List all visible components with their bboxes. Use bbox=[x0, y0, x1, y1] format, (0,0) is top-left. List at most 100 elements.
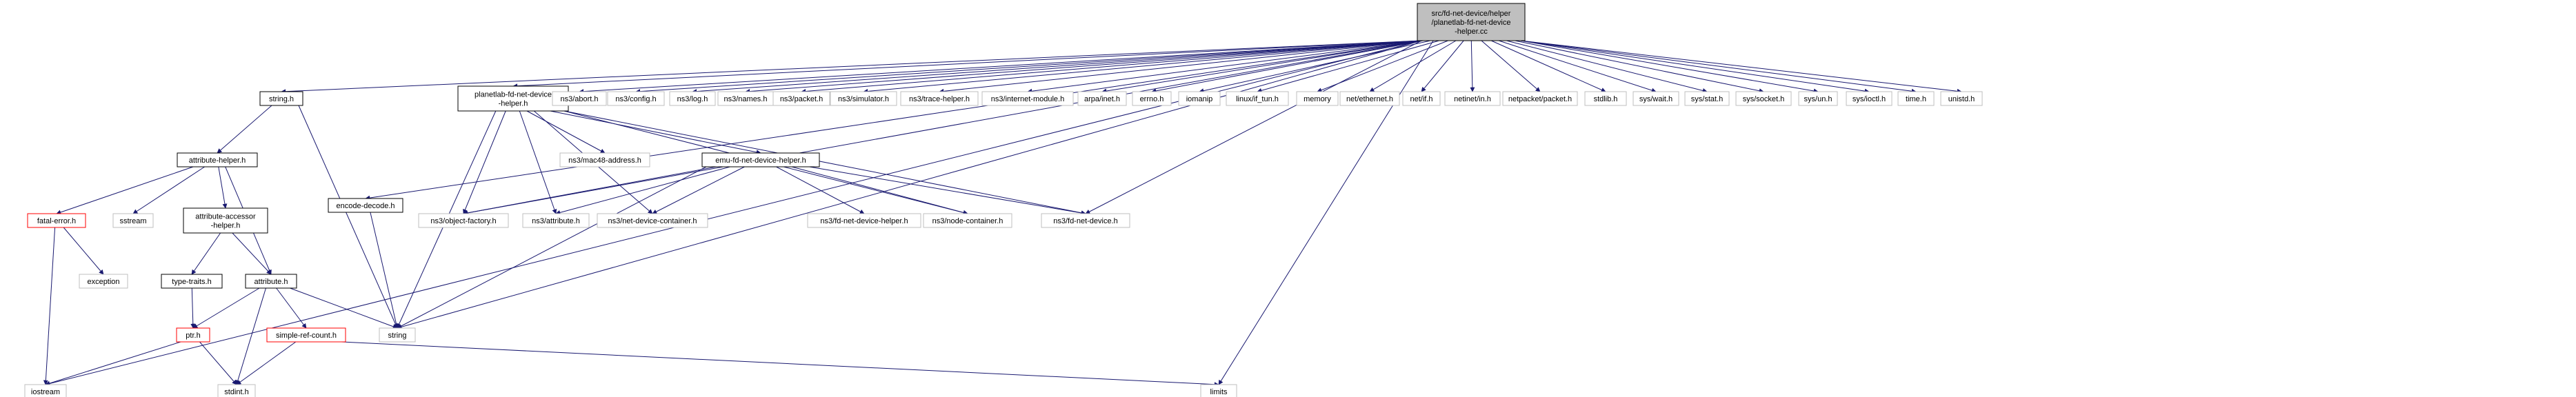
edge-encode_decode-to-string bbox=[370, 212, 399, 329]
node-label: -helper.h bbox=[211, 222, 241, 230]
node-ns3-simulator: ns3/simulator.h bbox=[830, 91, 897, 106]
node-net-ethernet: net/ethernet.h bbox=[1339, 91, 1400, 106]
node-planetlab-helper[interactable]: planetlab-fd-net-device-helper.h bbox=[457, 85, 569, 112]
edge-planetlab_helper-to-ns3_attribute bbox=[519, 110, 557, 214]
node-ns3-packet: ns3/packet.h bbox=[772, 91, 830, 106]
node-label: ns3/packet.h bbox=[780, 95, 823, 103]
node-label: type-traits.h bbox=[172, 278, 211, 286]
node-box bbox=[1296, 91, 1339, 106]
node-box bbox=[923, 213, 1012, 228]
node-label: stdint.h bbox=[224, 388, 248, 396]
node-box bbox=[1897, 91, 1935, 106]
node-errno-h: errno.h bbox=[1132, 91, 1172, 106]
node-root[interactable]: src/fd-net-device/helper/planetlab-fd-ne… bbox=[1417, 3, 1526, 41]
node-attr-accessor[interactable]: attribute-accessor-helper.h bbox=[183, 207, 268, 234]
node-box bbox=[669, 91, 716, 106]
node-string-h[interactable]: string.h bbox=[259, 91, 303, 106]
node-string: string bbox=[379, 327, 416, 343]
node-ptr-h[interactable]: ptr.h bbox=[176, 327, 210, 343]
node-label: sys/un.h bbox=[1804, 95, 1833, 103]
edge-planetlab_helper-to-emu_helper bbox=[550, 110, 761, 155]
edge-emu_helper-to-ns3_object_factory bbox=[463, 166, 717, 216]
node-stdint-h: stdint.h bbox=[217, 384, 256, 397]
node-label: sstream bbox=[119, 217, 146, 225]
node-label: sys/ioctl.h bbox=[1853, 95, 1886, 103]
node-box bbox=[418, 213, 509, 228]
edge-root-to-net_if bbox=[1421, 40, 1464, 92]
edge-root-to-ns3_internet_module bbox=[1027, 40, 1422, 94]
node-label: ns3/log.h bbox=[677, 95, 708, 103]
node-ns3-trace-helper: ns3/trace-helper.h bbox=[900, 91, 979, 106]
node-type-traits[interactable]: type-traits.h bbox=[161, 274, 223, 289]
node-box bbox=[112, 213, 154, 228]
node-box bbox=[981, 91, 1074, 106]
node-label: ns3/simulator.h bbox=[838, 95, 889, 103]
node-ns3-ndc: ns3/net-device-container.h bbox=[597, 213, 708, 228]
node-attribute-helper[interactable]: attribute-helper.h bbox=[177, 152, 258, 167]
edge-root-to-string bbox=[397, 40, 1422, 329]
node-box bbox=[1798, 91, 1838, 106]
node-label: string.h bbox=[269, 95, 294, 103]
node-box bbox=[552, 91, 607, 106]
node-box bbox=[183, 207, 268, 234]
node-label: planetlab-fd-net-device bbox=[475, 91, 552, 99]
node-label: ns3/object-factory.h bbox=[430, 217, 496, 225]
node-box bbox=[328, 198, 403, 213]
node-ns3-object-factory: ns3/object-factory.h bbox=[418, 213, 509, 228]
node-box bbox=[161, 274, 223, 289]
node-fatal-error[interactable]: fatal-error.h bbox=[27, 213, 86, 228]
node-label: iomanip bbox=[1186, 95, 1213, 103]
node-label: attribute-accessor bbox=[195, 213, 256, 221]
node-sys-stat: sys/stat.h bbox=[1684, 91, 1730, 106]
node-encode-decode[interactable]: encode-decode.h bbox=[328, 198, 403, 213]
node-box bbox=[1735, 91, 1792, 106]
node-net-if: net/if.h bbox=[1402, 91, 1441, 106]
node-label: limits bbox=[1210, 388, 1228, 396]
node-box bbox=[457, 85, 569, 112]
edge-root-to-errno_h bbox=[1151, 40, 1424, 94]
node-memory: memory bbox=[1296, 91, 1339, 106]
edge-simple_ref_count-to-limits bbox=[341, 341, 1219, 387]
node-time-h: time.h bbox=[1897, 91, 1935, 106]
node-iostream: iostream bbox=[24, 384, 67, 397]
node-label: linux/if_tun.h bbox=[1236, 95, 1279, 103]
node-linux-if-tun: linux/if_tun.h bbox=[1226, 91, 1289, 106]
node-label: -helper.cc bbox=[1455, 28, 1488, 36]
edge-layer bbox=[43, 40, 1962, 387]
node-box bbox=[1200, 384, 1237, 397]
node-label: string bbox=[388, 332, 407, 340]
node-box bbox=[559, 152, 650, 167]
edge-emu_helper-to-ns3_ndc bbox=[652, 166, 745, 214]
node-label: ns3/names.h bbox=[724, 95, 768, 103]
node-label: stdlib.h bbox=[1594, 95, 1618, 103]
node-label: sys/stat.h bbox=[1691, 95, 1723, 103]
edge-ptr_h-to-stdint_h bbox=[199, 341, 237, 385]
node-box bbox=[1417, 3, 1526, 41]
node-emu-helper[interactable]: emu-fd-net-device-helper.h bbox=[701, 152, 820, 167]
node-box bbox=[772, 91, 830, 106]
node-label: ns3/internet-module.h bbox=[991, 95, 1064, 103]
node-box bbox=[1940, 91, 1983, 106]
edge-emu_helper-to-ns3_attribute bbox=[555, 166, 730, 215]
edge-root-to-arpa_inet bbox=[1101, 40, 1422, 94]
node-simple-ref-count[interactable]: simple-ref-count.h bbox=[266, 327, 346, 343]
edge-string_h-to-string bbox=[298, 105, 398, 329]
edge-root-to-netinet_in bbox=[1470, 40, 1475, 92]
node-label: net/ethernet.h bbox=[1346, 95, 1393, 103]
node-box bbox=[522, 213, 590, 228]
edge-attribute_h-to-simple_ref_count bbox=[276, 287, 307, 329]
node-box bbox=[1633, 91, 1679, 106]
node-label: -helper.h bbox=[499, 100, 528, 108]
node-box bbox=[379, 327, 416, 343]
node-ns3-abort: ns3/abort.h bbox=[552, 91, 607, 106]
node-attribute-h[interactable]: attribute.h bbox=[245, 274, 297, 289]
edge-root-to-string_h bbox=[281, 40, 1422, 94]
edge-attr_accessor-to-type_traits bbox=[191, 232, 221, 275]
edge-root-to-sys_socket bbox=[1515, 40, 1764, 94]
node-label: netpacket/packet.h bbox=[1508, 95, 1572, 103]
node-box bbox=[1132, 91, 1172, 106]
edge-string_h-to-attribute_helper bbox=[217, 105, 272, 154]
node-label: sys/wait.h bbox=[1639, 95, 1673, 103]
node-box bbox=[1178, 91, 1221, 106]
edge-root-to-ns3_abort bbox=[579, 40, 1422, 94]
